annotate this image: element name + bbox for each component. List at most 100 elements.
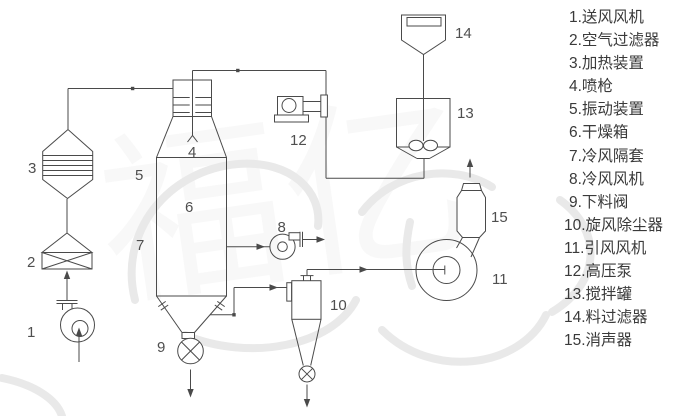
vibration-device-symbol (172, 79, 212, 117)
chamber-flare (156, 116, 174, 158)
filter-hood (40, 232, 94, 253)
label-15: 15 (491, 209, 508, 226)
chamber-body (156, 157, 227, 297)
label-7: 7 (136, 237, 144, 254)
legend-item-13: 13.搅拌罐 (564, 286, 633, 304)
label-4: 4 (188, 144, 196, 161)
arrow-down-icon (303, 399, 311, 408)
fan-impeller (277, 241, 288, 252)
feed-filter-lid (406, 17, 442, 27)
arrow-up-icon (466, 158, 474, 167)
legend-item-12: 12.高压泵 (564, 263, 633, 281)
fan-outlet-duct (456, 237, 463, 249)
legend-item-7: 7.冷风隔套 (569, 147, 644, 165)
cone-flange-tick (158, 300, 166, 308)
agitator-blade (423, 139, 438, 152)
legend-item-1: 1.送风风机 (569, 9, 644, 26)
cold-air-fan-symbol (269, 231, 303, 260)
watermark-stroke (181, 296, 360, 353)
arrow-right-icon (316, 236, 325, 243)
legend-item-9: 9.下料阀 (569, 193, 629, 211)
label-8: 8 (278, 219, 286, 236)
watermark-stroke (548, 196, 595, 316)
watermark-swirls (0, 159, 595, 416)
legend-item-2: 2.空气过滤器 (569, 32, 660, 50)
label-5: 5 (135, 167, 143, 184)
legend-item-11: 11.引风风机 (564, 239, 647, 257)
fan-impeller (71, 320, 89, 337)
chamber-cone (156, 295, 183, 333)
vibrator-box (172, 79, 212, 117)
junction-dot (236, 68, 240, 73)
fan-housing (269, 233, 296, 260)
heater-body (42, 128, 94, 200)
legend-item-15: 15.消声器 (564, 332, 633, 350)
legend-item-10: 10.旋风除尘器 (564, 216, 664, 234)
fan-housing (415, 239, 478, 301)
arrow-right-icon (256, 243, 265, 250)
piping (56, 54, 474, 408)
label-10: 10 (330, 297, 347, 314)
cyclone-separator-symbol (286, 275, 322, 383)
legend-item-4: 4.喷枪 (569, 78, 613, 96)
pump-eye (281, 98, 297, 113)
label-9: 9 (157, 339, 165, 356)
cyclone-cone (291, 319, 304, 366)
discharge-valve-symbol (177, 337, 204, 365)
arrow-right-icon (269, 284, 278, 291)
watermark-stroke (127, 159, 323, 304)
legend-item-14: 14.料过滤器 (564, 309, 648, 327)
legend-item-8: 8.冷风风机 (569, 170, 644, 188)
silencer-body (456, 183, 486, 238)
watermark-stroke (0, 374, 66, 416)
pump-flange (320, 94, 328, 118)
cyclone-body (291, 280, 322, 320)
label-11: 11 (492, 271, 508, 288)
supply-fan-symbol (60, 307, 95, 343)
arrow-right-icon (359, 266, 368, 273)
label-2: 2 (27, 254, 35, 271)
diagram-number-labels: 1 2 3 4 5 6 7 8 9 10 11 12 13 14 15 (27, 25, 508, 356)
cone-flange-tick (214, 304, 223, 311)
tank-funnel (396, 146, 418, 159)
watermark-stroke (358, 169, 496, 216)
legend-item-6: 6.干燥箱 (569, 124, 629, 142)
chamber-flare (211, 116, 227, 158)
cone-flange-tick (160, 304, 169, 311)
pump-base (274, 114, 309, 123)
filter-cross (41, 252, 93, 270)
watermark-stroke (378, 311, 550, 366)
label-1: 1 (27, 324, 35, 341)
drying-chamber-symbol (156, 116, 227, 339)
fan-impeller (432, 256, 461, 284)
chamber-neck (181, 332, 195, 339)
cone-flange-tick (217, 300, 225, 308)
feed-filter-symbol (401, 14, 446, 56)
legend: 1.送风风机 2.空气过滤器 3.加热装置 4.喷枪 5.振动装置 6.干燥箱 … (564, 6, 698, 352)
arrow-up-icon (63, 270, 71, 279)
label-3: 3 (28, 160, 36, 177)
silencer-symbol (456, 183, 486, 238)
label-12: 12 (290, 132, 307, 149)
junction-dot (130, 86, 135, 91)
fan-outlet (288, 232, 301, 241)
agitator-blade (408, 139, 424, 152)
feed-filter-body (401, 14, 446, 56)
arrow-down-icon (187, 389, 194, 398)
watermark-stroke (402, 218, 416, 290)
label-6: 6 (185, 199, 193, 216)
high-pressure-pump-symbol (274, 94, 328, 123)
label-14: 14 (455, 25, 472, 42)
valve-cross (181, 341, 200, 361)
legend-item-3: 3.加热装置 (569, 55, 644, 73)
legend-item-5: 5.振动装置 (569, 101, 644, 119)
air-filter-symbol (40, 232, 94, 270)
tank-funnel (429, 146, 451, 159)
fan-housing (60, 307, 95, 343)
chamber-cone (194, 295, 227, 333)
mixing-tank-symbol (396, 98, 451, 159)
induced-draft-fan-symbol (415, 237, 480, 301)
cyclone-cone (310, 319, 322, 366)
